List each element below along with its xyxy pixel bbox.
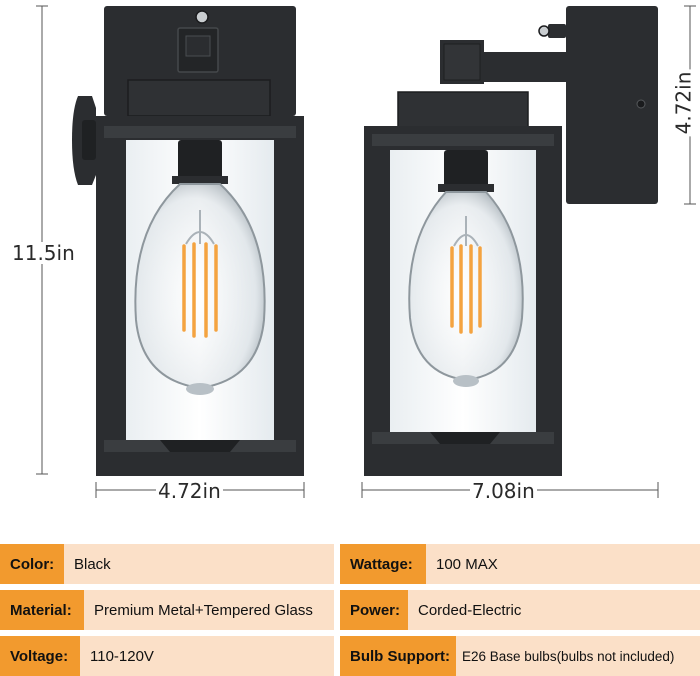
spec-row-color: Color: Black bbox=[0, 544, 334, 584]
spec-label: Color: bbox=[0, 544, 64, 584]
spec-label: Material: bbox=[0, 590, 84, 630]
side-depth-dimension-label: 7.08in bbox=[470, 479, 537, 503]
spec-value: Premium Metal+Tempered Glass bbox=[84, 590, 334, 630]
spec-table: Color: Black Wattage: 100 MAX Material: … bbox=[0, 544, 700, 676]
spec-row-power: Power: Corded-Electric bbox=[340, 590, 700, 630]
spec-label: Bulb Support: bbox=[340, 636, 456, 676]
spec-row-material: Material: Premium Metal+Tempered Glass bbox=[0, 590, 334, 630]
spec-value: Corded-Electric bbox=[408, 590, 700, 630]
spec-value: Black bbox=[64, 544, 334, 584]
spec-value: 100 MAX bbox=[426, 544, 700, 584]
spec-label: Wattage: bbox=[340, 544, 426, 584]
height-dimension-label: 11.5in bbox=[10, 241, 77, 265]
spec-value: 110-120V bbox=[80, 636, 334, 676]
side-view-fixture bbox=[364, 6, 658, 476]
front-view-fixture bbox=[72, 6, 304, 476]
spec-row-voltage: Voltage: 110-120V bbox=[0, 636, 334, 676]
spec-label: Power: bbox=[340, 590, 408, 630]
product-drawing bbox=[36, 5, 696, 498]
spec-value: E26 Base bulbs(bulbs not included) bbox=[456, 636, 700, 676]
spec-label: Voltage: bbox=[0, 636, 80, 676]
spec-row-wattage: Wattage: 100 MAX bbox=[340, 544, 700, 584]
spec-row-bulb-support: Bulb Support: E26 Base bulbs(bulbs not i… bbox=[340, 636, 700, 676]
box-height-dimension-label: 4.72in bbox=[671, 69, 696, 137]
front-width-dimension-label: 4.72in bbox=[156, 479, 223, 503]
